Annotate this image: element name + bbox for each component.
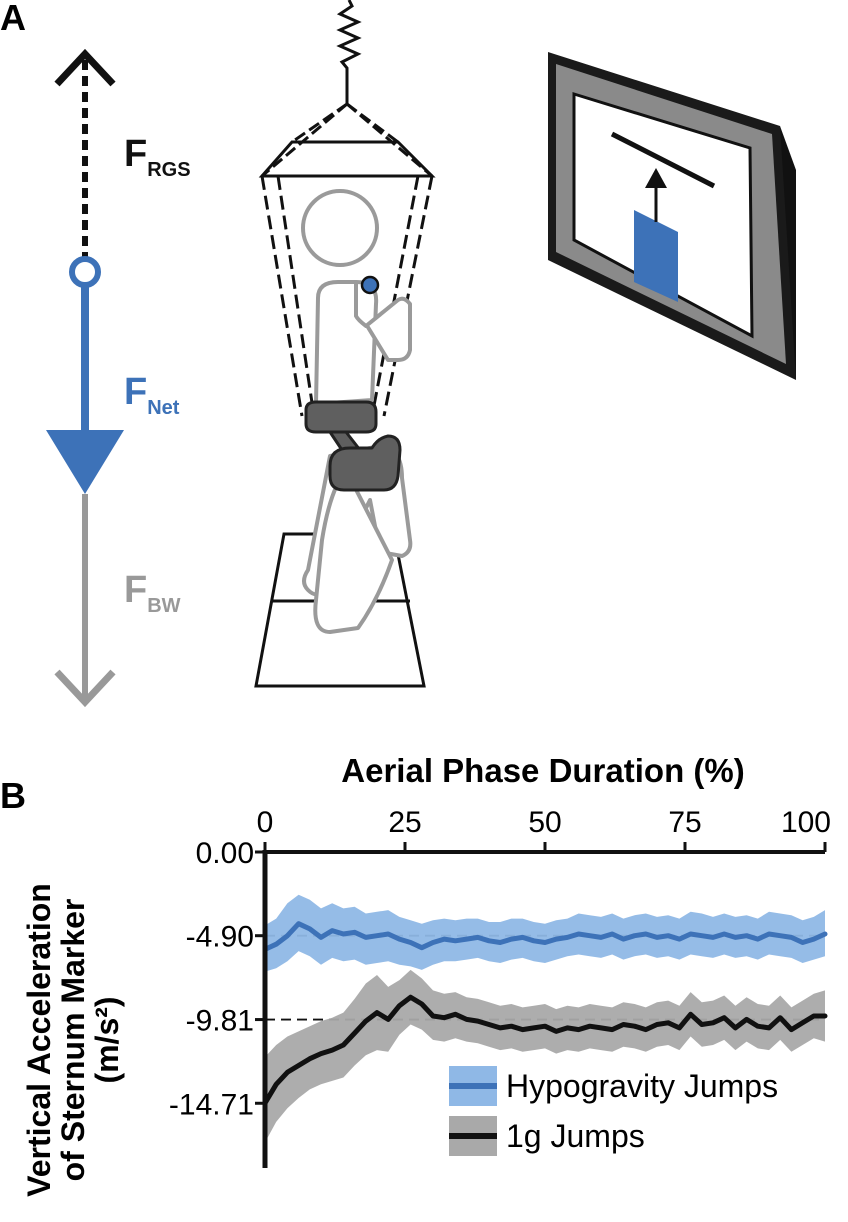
panel-b: B Aerial Phase Duration (%) Vertical Acc… <box>0 752 831 1197</box>
mean-lines <box>262 921 828 1106</box>
x-ticks: 0 25 50 75 100 <box>257 806 831 852</box>
y-axis-title-line-2: of Sternum Marker <box>55 899 91 1182</box>
height-bar <box>634 210 678 302</box>
harness-belt <box>304 400 402 492</box>
x-tick-label: 75 <box>668 806 701 839</box>
legend-label-hypogravity: Hypogravity Jumps <box>506 1068 778 1104</box>
y-tick-label: 0.00 <box>196 837 254 870</box>
y-tick-label: -14.71 <box>169 1088 254 1121</box>
legend-item-hypogravity: Hypogravity Jumps <box>449 1066 778 1106</box>
force-vector-diagram: FRGS FNet FBW <box>46 48 191 708</box>
feedback-monitor <box>548 52 796 380</box>
x-tick-label: 25 <box>388 806 421 839</box>
upward-arrow-icon <box>645 168 667 188</box>
y-axis-title-line-3: (m/s²) <box>89 996 125 1083</box>
rgs-arrowhead-icon <box>54 48 116 87</box>
force-label-rgs: FRGS <box>124 133 191 181</box>
legend-item-1g: 1g Jumps <box>449 1116 645 1156</box>
y-tick-label: -4.90 <box>186 921 254 954</box>
net-arrowhead-icon <box>46 430 124 494</box>
net-force-origin-icon <box>69 256 101 288</box>
harness-illustration <box>254 0 436 688</box>
x-tick-label: 50 <box>528 806 561 839</box>
legend-label-1g: 1g Jumps <box>506 1118 645 1154</box>
y-ticks: 0.00 -4.90 -9.81 -14.71 <box>169 837 265 1121</box>
monitor-screen <box>572 91 754 339</box>
spring-icon <box>336 0 362 104</box>
error-bands <box>265 894 825 1143</box>
bw-arrowhead-icon <box>54 669 116 708</box>
legend: Hypogravity Jumps 1g Jumps <box>449 1066 778 1156</box>
panel-a-label: A <box>0 0 26 38</box>
suspension-lines <box>261 102 433 178</box>
x-tick-label: 0 <box>257 806 274 839</box>
panel-a: A FRGS FNet FBW <box>0 0 796 708</box>
harness-straps <box>260 175 434 417</box>
x-axis-title: Aerial Phase Duration (%) <box>341 752 744 789</box>
panel-b-label: B <box>0 775 26 816</box>
y-tick-label: -9.81 <box>186 1005 254 1038</box>
y-axis-title: Vertical Acceleration of Sternum Marker … <box>21 883 125 1197</box>
harness-frame <box>258 140 436 178</box>
y-axis-title-line-1: Vertical Acceleration <box>21 883 57 1197</box>
force-label-bw: FBW <box>124 569 181 617</box>
mean-line-1g <box>262 994 828 1106</box>
mean-line-hypogravity <box>262 921 828 952</box>
sternum-marker <box>360 275 380 295</box>
target-line <box>610 131 716 189</box>
force-label-net: FNet <box>124 371 180 419</box>
x-tick-label: 100 <box>781 806 831 839</box>
band-hypogravity <box>265 894 825 972</box>
band-1g <box>265 969 825 1143</box>
